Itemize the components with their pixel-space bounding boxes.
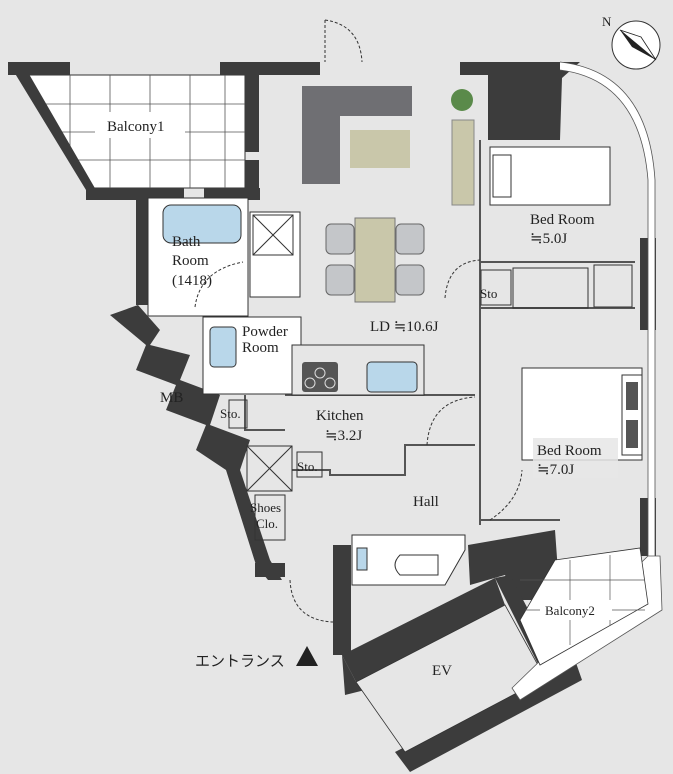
coffee-table xyxy=(350,130,410,168)
hall-label: Hall xyxy=(413,494,439,510)
walls xyxy=(8,62,656,772)
bath-room: Bath Room (1418) xyxy=(147,197,249,317)
shoes-closet xyxy=(254,494,286,541)
wall xyxy=(333,545,351,655)
wall xyxy=(8,62,96,190)
mb-label: MB xyxy=(160,390,183,406)
living-furniture xyxy=(302,86,475,303)
bedroom2-label-2: ≒7.0J xyxy=(537,462,574,478)
powder-label-1: Powder xyxy=(242,324,288,340)
entrance-marker: エントランス xyxy=(195,646,318,670)
balcony2-label: Balcony2 xyxy=(545,603,595,618)
entrance-label: エントランス xyxy=(195,654,285,670)
ev-label: EV xyxy=(432,663,452,679)
shoes-label-1: Shoes xyxy=(250,500,281,515)
door-swings xyxy=(289,19,523,623)
chair-icon xyxy=(325,223,355,255)
compass: N xyxy=(602,14,661,70)
bathtub xyxy=(162,204,242,244)
balcony2-label-bg xyxy=(540,600,612,620)
kitchen-label-2: ≒3.2J xyxy=(325,428,362,444)
sink-icon xyxy=(366,361,418,393)
wall-column xyxy=(488,62,580,140)
wall xyxy=(220,62,320,75)
plant-icon xyxy=(451,89,473,111)
storage-bedroom xyxy=(480,269,512,306)
compass-label: N xyxy=(602,14,612,29)
balcony2: Balcony2 xyxy=(519,547,649,666)
chair-icon xyxy=(325,264,355,296)
sto-entry-label: Sto. xyxy=(297,459,318,474)
bedroom1-label-2: ≒5.0J xyxy=(530,231,567,247)
balcony1-label-bg xyxy=(95,112,185,138)
bedroom-2: Bed Room ≒7.0J xyxy=(521,367,643,478)
balcony1-label: Balcony1 xyxy=(107,119,165,135)
sofa-icon xyxy=(302,86,412,184)
dining-table xyxy=(354,217,396,303)
chair-icon xyxy=(395,223,425,255)
wall-column xyxy=(468,530,560,600)
storage-kitchen xyxy=(228,399,248,429)
toilet-icon xyxy=(394,554,439,576)
closet xyxy=(512,267,589,309)
sto-kitchen-label: Sto. xyxy=(220,406,241,421)
balcony1: Balcony1 xyxy=(21,74,246,189)
powder-room: Powder Room xyxy=(202,211,302,395)
shoes-label-2: Clo. xyxy=(256,516,278,531)
stove-icon xyxy=(302,362,338,392)
wall xyxy=(86,188,184,200)
kitchen-label-1: Kitchen xyxy=(316,408,364,424)
north-arrow-icon-outline xyxy=(619,29,657,61)
bath-door-swing xyxy=(194,261,244,308)
storage-entry xyxy=(296,451,323,478)
wall xyxy=(110,305,282,580)
wall xyxy=(342,578,505,682)
sto-bedroom-label: Sto xyxy=(480,286,497,301)
bath-label-2: Room xyxy=(172,253,209,269)
tv-stand xyxy=(451,119,475,206)
toilet-sink xyxy=(356,547,368,571)
ld-label: LD ≒10.6J xyxy=(370,319,439,335)
wall xyxy=(255,563,285,577)
bedroom1-label-1: Bed Room xyxy=(530,212,595,228)
bath-label-3: (1418) xyxy=(172,273,212,289)
bath-label-1: Bath xyxy=(172,234,201,250)
powder-label-2: Room xyxy=(242,340,279,356)
kitchen-counter xyxy=(291,344,425,396)
wall xyxy=(136,195,148,305)
bedroom2-label-1: Bed Room xyxy=(537,443,602,459)
pillow xyxy=(492,154,512,198)
wall xyxy=(245,62,259,152)
wash-basin xyxy=(209,326,237,368)
wall xyxy=(245,160,259,200)
bedroom-1: Bed Room ≒5.0J xyxy=(489,146,611,247)
closet xyxy=(593,264,633,308)
triangle-up-icon xyxy=(296,646,318,666)
chair-icon xyxy=(395,264,425,296)
